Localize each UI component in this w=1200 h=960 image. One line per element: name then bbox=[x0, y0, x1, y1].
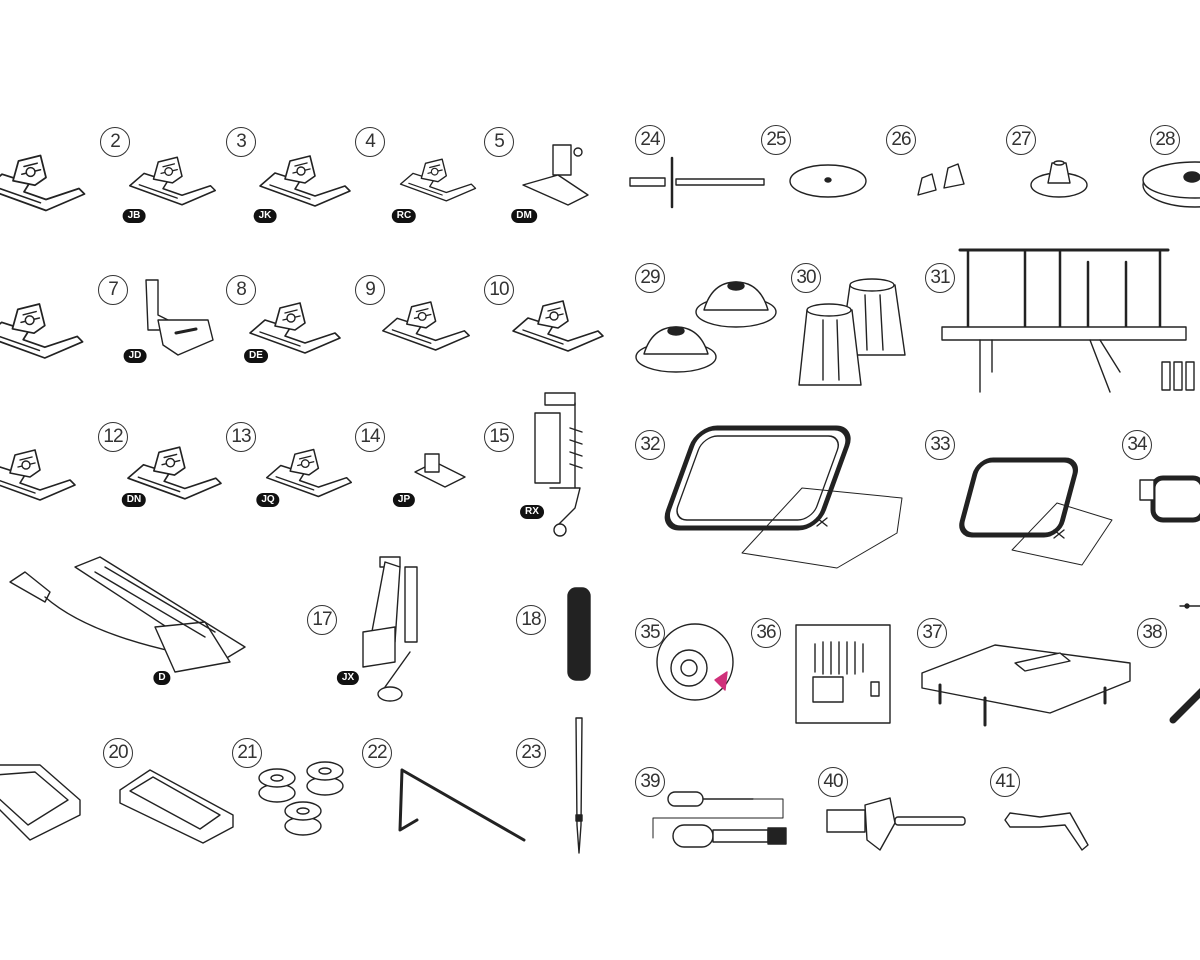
screwdriver-illustration bbox=[826, 797, 966, 851]
foot-code-badge: JB bbox=[122, 209, 146, 223]
presser-foot-6-partial bbox=[0, 298, 88, 364]
foot-code-badge: D bbox=[153, 671, 171, 685]
buttonhole-foot-illustration bbox=[9, 556, 246, 673]
presser-foot-illustration bbox=[255, 150, 355, 212]
item-number: 35 bbox=[635, 618, 665, 648]
foot-code-badge: RC bbox=[391, 209, 417, 223]
item-number: 15 bbox=[484, 422, 514, 452]
foot-code-badge: JX bbox=[336, 671, 360, 685]
item-number: 2 bbox=[100, 127, 130, 157]
item-number: 3 bbox=[226, 127, 256, 157]
item-number: 26 bbox=[886, 125, 916, 155]
large-embroidery-hoop-illustration bbox=[664, 425, 903, 569]
foot-code-badge: JD bbox=[123, 349, 147, 363]
thread-cone-caps-illustration bbox=[635, 281, 777, 373]
presser-foot-illustration bbox=[395, 155, 481, 205]
small-embroidery-hoop-illustration bbox=[1139, 475, 1200, 523]
item-number: 39 bbox=[635, 767, 665, 797]
foot-code-badge: DM bbox=[511, 209, 537, 223]
spool-net-illustration bbox=[567, 587, 591, 681]
seam-guide-bar-illustration bbox=[398, 768, 526, 842]
spool-cap-large-illustration bbox=[1142, 161, 1200, 208]
item-number: 17 bbox=[307, 605, 337, 635]
foot-code-badge: JP bbox=[392, 493, 416, 507]
extension-table-illustration bbox=[921, 644, 1131, 727]
item-number: 9 bbox=[355, 275, 385, 305]
multi-spool-stand-illustration bbox=[941, 248, 1195, 393]
free-motion-foot-illustration bbox=[534, 392, 583, 537]
spool-pin-illustration bbox=[629, 156, 765, 209]
item-number: 7 bbox=[98, 275, 128, 305]
foot-code-badge: DN bbox=[121, 493, 147, 507]
item-number: 34 bbox=[1122, 430, 1152, 460]
item-number: 13 bbox=[226, 422, 256, 452]
item-number: 29 bbox=[635, 263, 665, 293]
needle-illustration bbox=[575, 717, 583, 854]
foot-code-badge: RX bbox=[520, 505, 544, 519]
medium-embroidery-hoop-illustration bbox=[959, 457, 1113, 566]
item-number: 4 bbox=[355, 127, 385, 157]
knee-lifter-illustration bbox=[1169, 603, 1200, 724]
item-number: 8 bbox=[226, 275, 256, 305]
presser-foot-11-partial bbox=[0, 444, 80, 506]
foot-code-badge: JQ bbox=[256, 493, 280, 507]
item-number: 28 bbox=[1150, 125, 1180, 155]
spool-cap-medium-illustration bbox=[1030, 160, 1088, 198]
presser-foot-illustration bbox=[508, 296, 608, 356]
item-number: 38 bbox=[1137, 618, 1167, 648]
bobbin-case-illustration bbox=[656, 623, 734, 701]
item-number: 33 bbox=[925, 430, 955, 460]
item-number: 18 bbox=[516, 605, 546, 635]
item-number: 24 bbox=[635, 125, 665, 155]
quilting-foot-illustration bbox=[362, 556, 418, 702]
item-number: 31 bbox=[925, 263, 955, 293]
item-number: 32 bbox=[635, 430, 665, 460]
presser-foot-1-partial bbox=[0, 150, 90, 216]
presser-foot-illustration bbox=[414, 453, 466, 488]
needle-plate-illustration bbox=[795, 624, 891, 724]
item-number: 5 bbox=[484, 127, 514, 157]
item-number: 21 bbox=[232, 738, 262, 768]
embroidery-hoop-box-illustration bbox=[119, 769, 234, 844]
item-number: 36 bbox=[751, 618, 781, 648]
cone-holders-illustration bbox=[798, 278, 906, 386]
item-number: 41 bbox=[990, 767, 1020, 797]
item-number: 12 bbox=[98, 422, 128, 452]
presser-foot-illustration bbox=[145, 279, 214, 356]
seam-ripper-and-brush-illustration bbox=[652, 791, 787, 848]
hoop-19-partial bbox=[0, 764, 81, 841]
item-number: 23 bbox=[516, 738, 546, 768]
presser-foot-illustration bbox=[378, 296, 474, 356]
spool-felt-illustration bbox=[789, 164, 867, 198]
item-number: 27 bbox=[1006, 125, 1036, 155]
item-number: 22 bbox=[362, 738, 392, 768]
foot-code-badge: DE bbox=[244, 349, 268, 363]
spool-caps-small-illustration bbox=[917, 163, 965, 196]
item-number: 30 bbox=[791, 263, 821, 293]
item-number: 14 bbox=[355, 422, 385, 452]
item-number: 40 bbox=[818, 767, 848, 797]
foot-code-badge: JK bbox=[253, 209, 277, 223]
item-number: 10 bbox=[484, 275, 514, 305]
item-number: 37 bbox=[917, 618, 947, 648]
item-number: 20 bbox=[103, 738, 133, 768]
item-number: 25 bbox=[761, 125, 791, 155]
presser-foot-illustration bbox=[522, 144, 589, 206]
bobbins-illustration bbox=[258, 761, 344, 836]
allen-key-illustration bbox=[1004, 812, 1089, 851]
zigzag-foot-illustration bbox=[125, 152, 220, 210]
